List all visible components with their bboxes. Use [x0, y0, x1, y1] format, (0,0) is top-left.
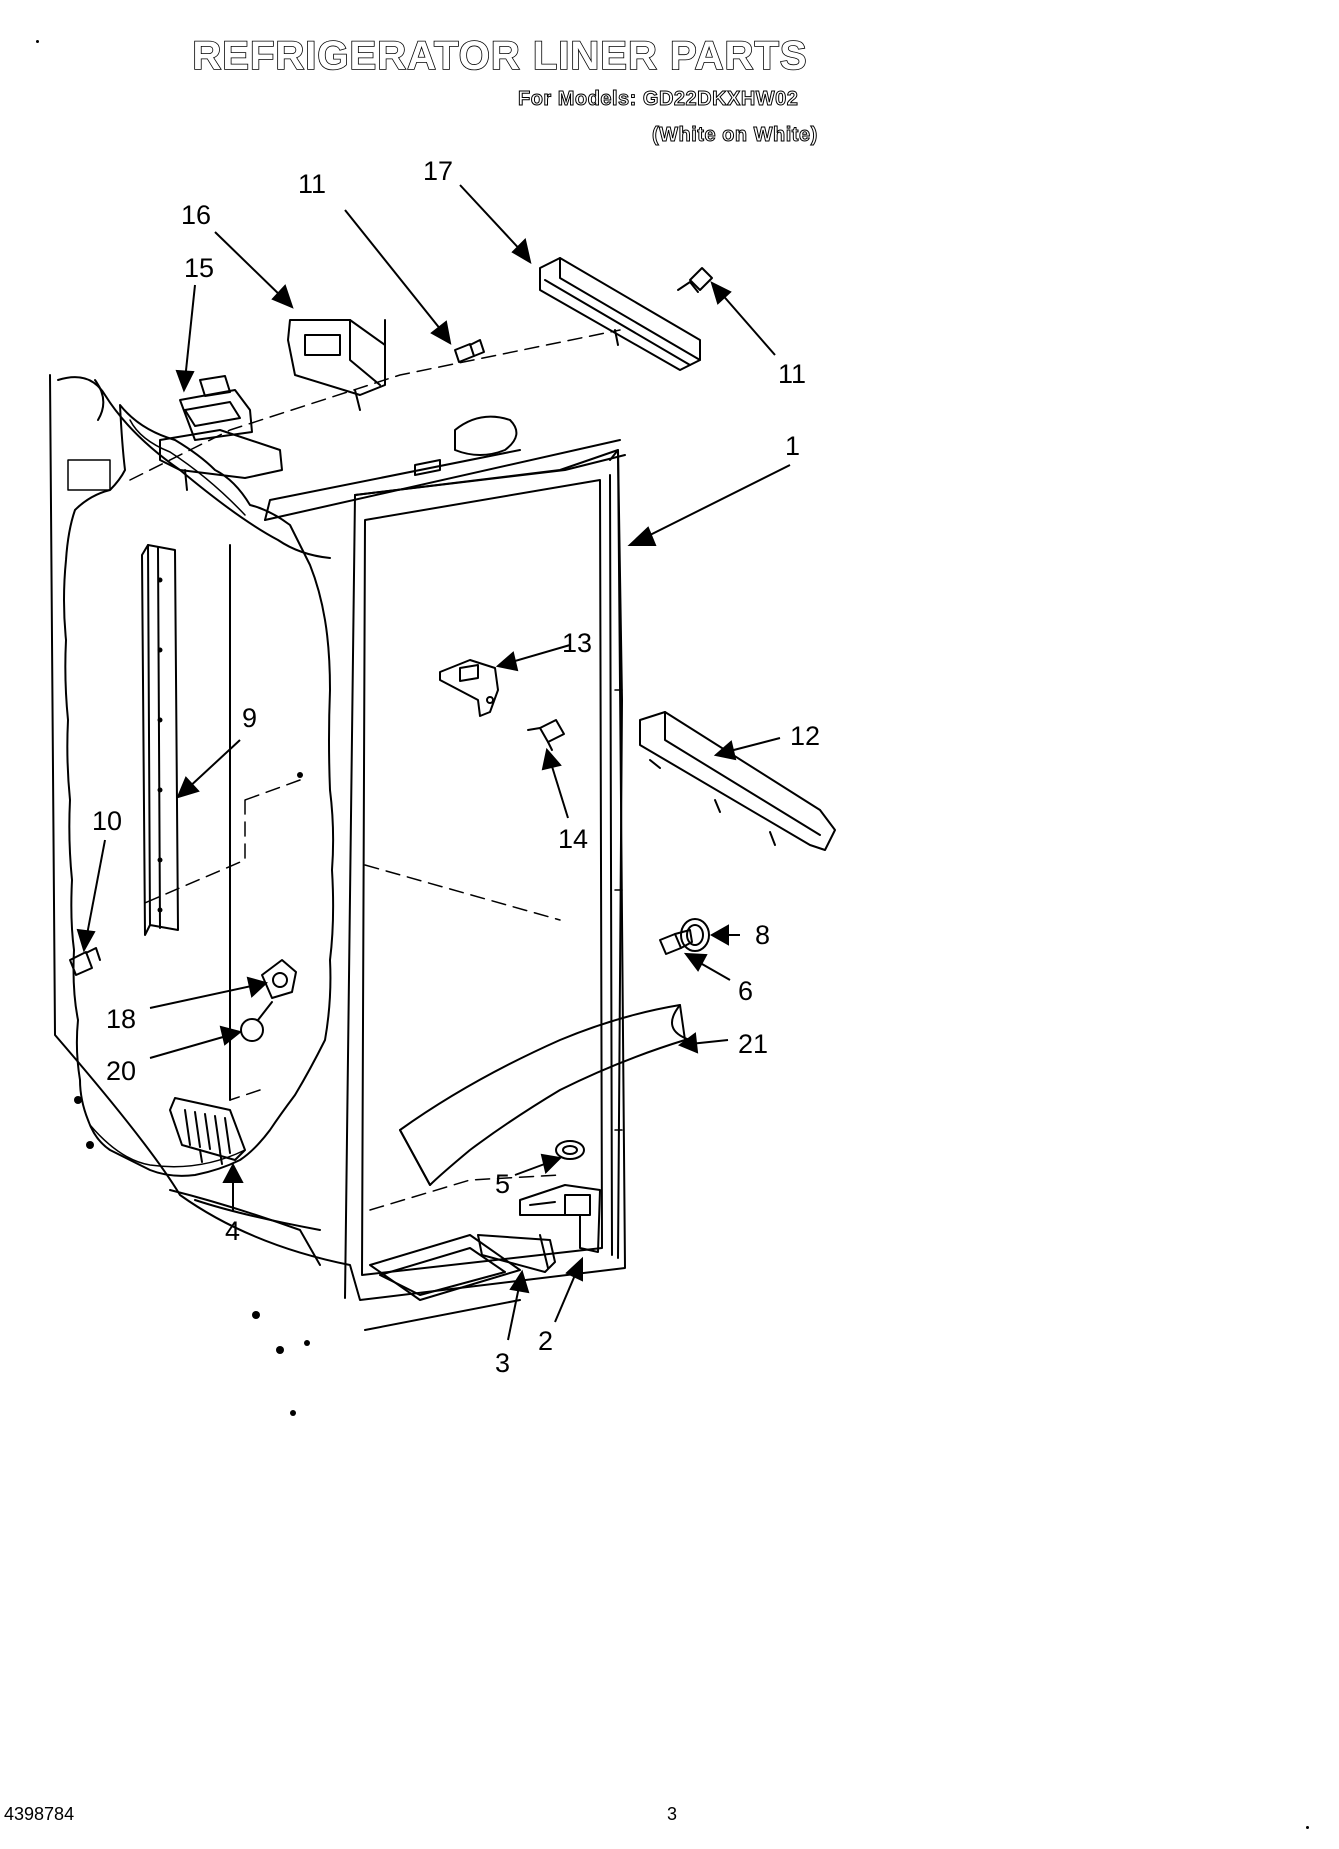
- leader-5: [514, 1153, 563, 1176]
- page-title: REFRIGERATOR LINER PARTS: [192, 33, 808, 79]
- page-number: 3: [667, 1804, 678, 1824]
- scan-speck: [36, 40, 39, 43]
- leader-16: [214, 231, 294, 309]
- part-15-housing: [159, 375, 283, 491]
- callout-1: 1: [785, 431, 800, 461]
- part-18-socket: [261, 959, 297, 999]
- callout-9: 9: [242, 703, 257, 733]
- callout-3: 3: [495, 1348, 510, 1378]
- callout-11-top: 11: [298, 169, 326, 199]
- callout-21: 21: [738, 1029, 768, 1059]
- part-16-bracket: [287, 319, 386, 411]
- callout-20: 20: [106, 1056, 136, 1086]
- leader-21: [677, 1032, 729, 1054]
- part-17-channel: [539, 257, 701, 371]
- callout-13: 13: [562, 628, 592, 658]
- document-part-number: 4398784: [4, 1804, 75, 1824]
- callout-14: 14: [558, 824, 588, 854]
- screw-11-left: [454, 339, 485, 363]
- part-6-screw: [659, 929, 693, 955]
- callout-8: 8: [755, 920, 770, 950]
- part-21-cover: [399, 1004, 691, 1186]
- callout-2: 2: [538, 1326, 553, 1356]
- model-number: For Models: GD22DKXHW02: [517, 88, 799, 111]
- leader-13: [495, 644, 571, 672]
- callout-6: 6: [738, 976, 753, 1006]
- leader-20: [149, 1025, 243, 1059]
- color-variant: (White on White): [652, 124, 818, 147]
- part-14-screw: [527, 719, 565, 751]
- callout-4: 4: [225, 1216, 240, 1246]
- leader-17: [459, 184, 532, 265]
- leader-8: [709, 924, 740, 946]
- part-3-bracket: [477, 1234, 556, 1273]
- part-13-bracket: [439, 659, 499, 717]
- part-2-bracket: [519, 1184, 601, 1253]
- leader-10: [76, 839, 106, 953]
- leader-18: [149, 976, 268, 1009]
- scan-speck: [1306, 1826, 1309, 1829]
- part-8-bushing: [680, 918, 710, 952]
- leader-11a: [344, 209, 452, 345]
- leader-1: [627, 464, 791, 546]
- screw-10: [69, 947, 101, 976]
- leader-11b: [710, 281, 776, 356]
- callout-5: 5: [495, 1169, 510, 1199]
- callout-16: 16: [181, 200, 211, 230]
- part-12-rail: [639, 711, 836, 851]
- screw-11-right: [677, 267, 713, 293]
- part-5-grommet: [555, 1140, 585, 1160]
- callout-18: 18: [106, 1004, 136, 1034]
- callout-17: 17: [423, 156, 453, 186]
- leader-15: [175, 284, 196, 393]
- part-4-grille: [169, 1097, 246, 1165]
- callout-12: 12: [790, 721, 820, 751]
- part-20-bulb: [240, 1001, 273, 1042]
- callout-11-right: 11: [778, 359, 806, 389]
- leader-3: [507, 1269, 530, 1341]
- leader-14: [541, 747, 569, 819]
- liner-cutaway-edge: [63, 404, 335, 1177]
- leader-9: [176, 739, 241, 799]
- leader-2: [554, 1256, 583, 1323]
- leader-6: [683, 952, 731, 981]
- part-9-rail: [141, 544, 179, 936]
- callout-15: 15: [184, 253, 214, 283]
- callout-10: 10: [92, 806, 122, 836]
- leader-12: [713, 737, 781, 761]
- crisper-cavity: [364, 1234, 521, 1331]
- leader-4: [222, 1162, 244, 1212]
